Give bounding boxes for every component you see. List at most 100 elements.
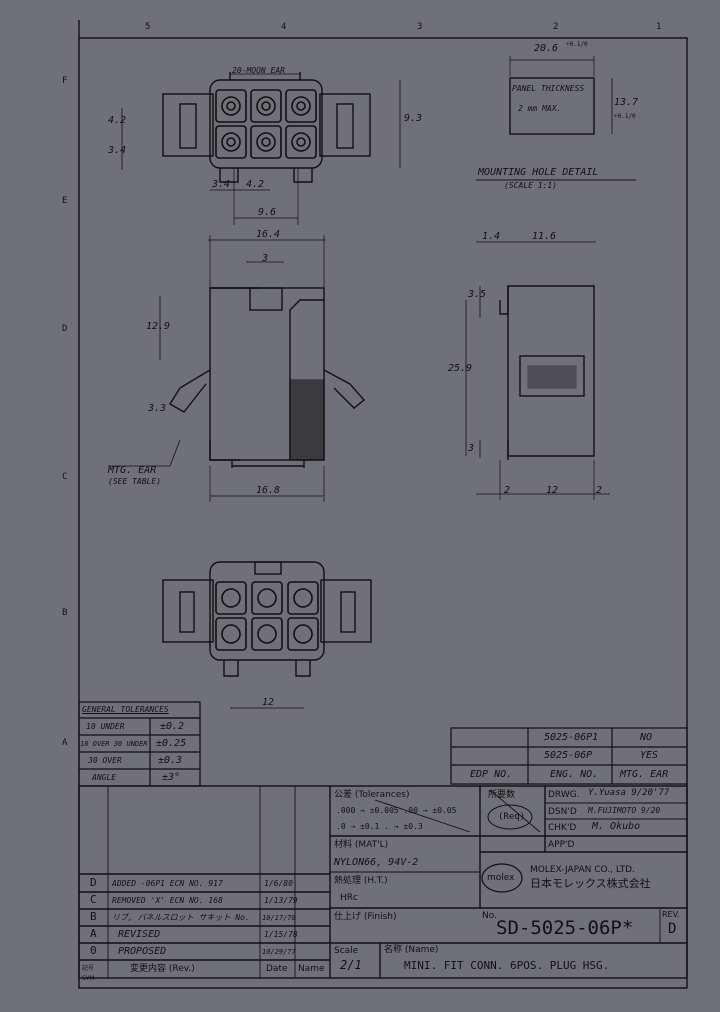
tb-tol-line2: .0 → ±0.1 . → ±0.3: [336, 822, 423, 831]
tol-title: GENERAL TOLERANCES: [82, 705, 169, 714]
rev-row-4-mark: 0: [90, 944, 97, 957]
rev-row-2-date: 10/17/78: [262, 914, 296, 922]
rev-row-4-desc: PROPOSED: [118, 946, 167, 957]
zone-top-1: 1: [656, 22, 662, 32]
zone-side-f: F: [62, 76, 68, 86]
rev-row-0-mark: D: [90, 876, 97, 889]
rev-row-1-date: 1/13/79: [264, 896, 298, 905]
rev-row-4-date: 10/29/77: [262, 948, 296, 956]
variant-row-1-ear: YES: [640, 750, 659, 761]
zone-side-e: E: [62, 196, 68, 206]
top-ear-label: 20-MOON EAR: [232, 66, 285, 75]
tb-scale-label: Scale: [334, 946, 359, 956]
front-dim-bottom: 16.8: [256, 485, 281, 496]
molex-logo: [481, 863, 523, 893]
tb-name-label: 名称 (Name): [384, 945, 439, 955]
tb-finish-label: 仕上げ (Finish): [334, 912, 397, 922]
variant-header-edp: EDP NO.: [470, 769, 513, 780]
tb-material-label: 材料 (MAT'L): [334, 840, 389, 850]
top-dim-left-b: 3.4: [108, 145, 127, 156]
tb-heat-label: 熱処理 (H.T.): [334, 876, 388, 886]
zone-top-2: 2: [553, 22, 559, 32]
tb-chkd-label: CHK'D: [548, 823, 577, 833]
tol-row-2-value: ±0.3: [158, 755, 183, 766]
tol-row-1-range: 10 OVER 30 UNDER: [80, 740, 148, 748]
side-dim-c: 3.5: [468, 289, 487, 300]
zone-side-b: B: [62, 608, 68, 618]
tolerance-table-lines: [78, 701, 201, 787]
tb-dsnd-value: M.FUJIMOTO 9/20: [588, 806, 661, 815]
zone-top-3: 3: [417, 22, 423, 32]
tb-appd-label: APP'D: [548, 840, 575, 850]
rev-row-1-mark: C: [90, 893, 97, 906]
tb-rev-value: D: [668, 921, 677, 937]
front-view: [108, 235, 366, 502]
side-dim-g: 12: [546, 485, 559, 496]
mh-dim-height-tol: +0.1/0: [614, 113, 636, 120]
front-dim-three: 3: [262, 253, 269, 264]
mh-dim-height: 13.7: [614, 97, 639, 108]
zone-top-4: 4: [281, 22, 287, 32]
rev-row-3-desc: REVISED: [118, 929, 161, 940]
rev-row-1-desc: REMOVED 'X' ECN NO. 168: [112, 896, 223, 905]
tb-name-value: MINI. FIT CONN. 6POS. PLUG HSG.: [404, 959, 610, 972]
front-dim-angle: 3.3: [148, 403, 167, 414]
front-ear-label: MTG. EAR: [108, 465, 157, 476]
rev-row-3-mark: A: [90, 927, 97, 940]
tb-logo-text: molex: [487, 873, 515, 883]
rev-row-2-desc: リブ, パネルスロット サキット No.: [112, 913, 250, 922]
side-dim-b: 11.6: [532, 231, 557, 242]
variant-row-1-part: 5025-06P: [544, 750, 593, 761]
tb-weight-label: 所要数: [488, 790, 516, 800]
tol-row-3-range: ANGLE: [92, 773, 117, 782]
tol-row-0-range: 10 UNDER: [86, 722, 125, 731]
drawing-border: [78, 37, 688, 989]
variant-row-0-ear: NO: [640, 732, 653, 743]
title-block-lines: [78, 785, 688, 979]
tol-row-0-value: ±0.2: [160, 721, 185, 732]
rev-footer-sym: 記号 SYM: [82, 965, 95, 982]
rev-footer-desc: 変更内容 (Rev.): [130, 964, 195, 974]
tb-chkd-value: M. Okubo: [592, 821, 641, 832]
bottom-dim-width: 12: [262, 697, 275, 708]
mh-title: MOUNTING HOLE DETAIL: [478, 167, 599, 178]
mh-panel-value: 2 mm MAX.: [518, 104, 562, 113]
tol-row-3-value: ±3°: [162, 772, 181, 783]
zone-top-5: 5: [145, 22, 151, 32]
tb-tol-line1: .000 → ±0.005 .00 → ±0.05: [336, 806, 457, 815]
top-dim-width: 9.6: [258, 207, 277, 218]
side-view: [465, 241, 610, 500]
top-dim-bottom-b: 4.2: [246, 179, 265, 190]
zone-side-c: C: [62, 472, 68, 482]
tb-company-en: MOLEX-JAPAN CO., LTD.: [530, 865, 635, 875]
variant-header-eng: ENG. NO.: [550, 769, 599, 780]
top-dim-left-a: 4.2: [108, 115, 127, 126]
tb-material-value: NYLON66, 94V-2: [334, 857, 419, 868]
rev-row-0-date: 1/6/80: [264, 879, 293, 888]
variant-row-0-part: 5025-06P1: [544, 732, 599, 743]
rev-footer-name: Name: [298, 964, 325, 974]
tb-rev-label: REV.: [662, 910, 680, 919]
tb-doc-no: SD-5025-06P*: [496, 917, 634, 939]
tb-drwg-value: Y.Yuasa 9/20'77: [588, 788, 670, 798]
tb-scale-value: 2/1: [340, 958, 362, 972]
side-dim-e: 3: [468, 443, 475, 454]
top-dim-height: 9.3: [404, 113, 423, 124]
side-dim-a: 1.4: [482, 231, 501, 242]
front-ear-sub: (SEE TABLE): [108, 477, 161, 486]
zone-side-a: A: [62, 738, 68, 748]
zone-side-d: D: [62, 324, 68, 334]
mh-scale: (SCALE 1:1): [504, 181, 557, 190]
mh-panel-label: PANEL THICKNESS: [512, 84, 585, 93]
top-dim-bottom-a: 3.4: [212, 179, 231, 190]
tol-row-2-range: 30 OVER: [88, 756, 122, 765]
mh-dim-width: 20.6: [534, 43, 559, 54]
rev-footer-date: Date: [266, 964, 288, 974]
mh-dim-width-tol: +0.1/0: [566, 41, 588, 48]
front-dim-left: 12.9: [146, 321, 171, 332]
tb-req: (Req): [498, 812, 526, 822]
rev-row-2-mark: B: [90, 910, 97, 923]
tb-no-label: No.: [482, 911, 497, 921]
tb-company-jp: 日本モレックス株式会社: [530, 877, 651, 890]
rev-row-3-date: 1/15/78: [264, 930, 298, 939]
